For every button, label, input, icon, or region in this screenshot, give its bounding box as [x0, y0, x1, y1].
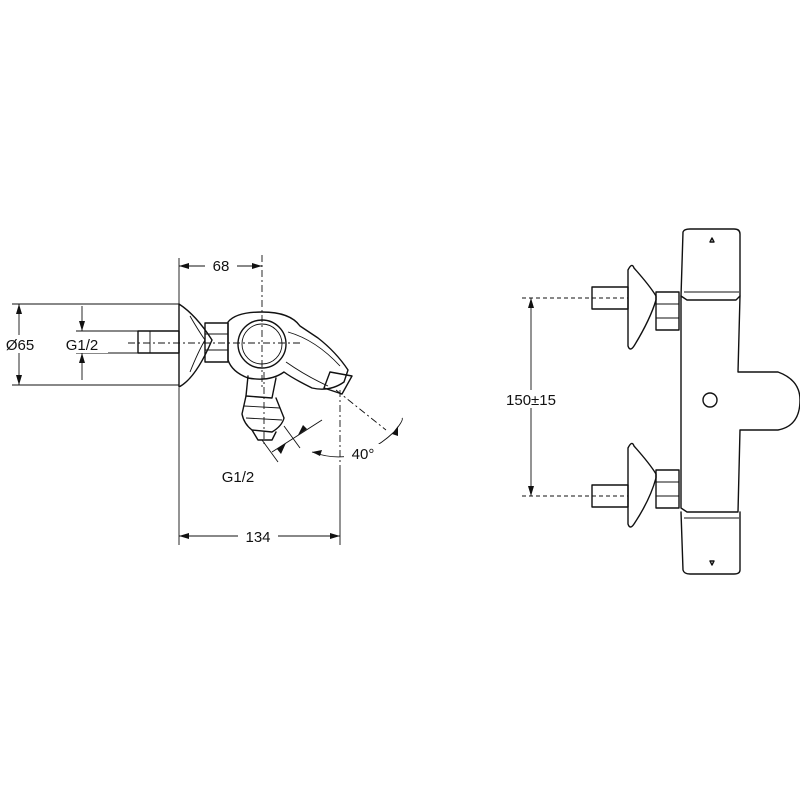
- angle-arrow-right: [392, 426, 398, 436]
- dim-150-label: 150±15: [506, 392, 556, 409]
- outlet-elbow: [245, 375, 277, 399]
- dim-68-arrow-right: [252, 263, 262, 269]
- dim-outlet-arrow-2: [298, 425, 307, 435]
- centerline-spout: [335, 389, 387, 431]
- dim-150-arrow-top: [528, 298, 534, 308]
- outlet-nut: [241, 395, 285, 433]
- spout-line-lower: [285, 361, 329, 387]
- dim-outlet-arrow-1: [277, 443, 286, 454]
- spout-line-upper: [287, 331, 341, 367]
- dim-65-arrow-bottom: [16, 375, 22, 385]
- dim-68-arrow-left: [179, 263, 189, 269]
- dim-outlet-ext-1: [261, 439, 279, 463]
- upper-nut: [655, 291, 680, 331]
- dim-65-arrow-top: [16, 304, 22, 314]
- top-handle-mark: [709, 237, 715, 243]
- flange-inner-line: [189, 315, 206, 373]
- dim-150-arrow-bottom: [528, 486, 534, 496]
- dim-outlet-ext-2: [283, 425, 301, 449]
- inlet-pipe: [137, 330, 180, 354]
- connector-nut: [204, 322, 229, 363]
- dim-134-arrow-right: [330, 533, 340, 539]
- front-view: 150±15: [494, 228, 800, 575]
- dim-g12-outlet-label: G1/2: [222, 469, 255, 486]
- dim-65-label: Ø65: [6, 337, 34, 354]
- dim-134-arrow-left: [179, 533, 189, 539]
- side-view: 68 Ø65 G1/2 G1/2 40°: [2, 255, 403, 546]
- mixer-body: [680, 295, 800, 513]
- upper-flange: [627, 264, 657, 350]
- dim-68-label: 68: [213, 258, 230, 275]
- top-handle: [680, 228, 741, 297]
- dim-g12-arrow-top: [79, 321, 85, 331]
- bottom-handle-mark: [709, 560, 715, 566]
- outlet-end: [251, 429, 277, 441]
- lower-nut: [655, 469, 680, 509]
- dim-g12-arrow-bottom: [79, 353, 85, 363]
- center-hole: [702, 392, 718, 408]
- dim-g12-inlet-label: G1/2: [66, 337, 99, 354]
- dim-134-label: 134: [245, 529, 270, 546]
- spout-tip: [323, 371, 353, 395]
- dim-outlet-line-1: [271, 419, 323, 453]
- outlet-nut-line-1: [243, 405, 281, 409]
- bottom-handle: [680, 511, 741, 575]
- angle-label: 40°: [352, 446, 375, 463]
- angle-arrow-left: [312, 450, 322, 456]
- wall-flange: [178, 303, 213, 388]
- lower-flange: [627, 442, 657, 528]
- valve-body: [227, 311, 349, 390]
